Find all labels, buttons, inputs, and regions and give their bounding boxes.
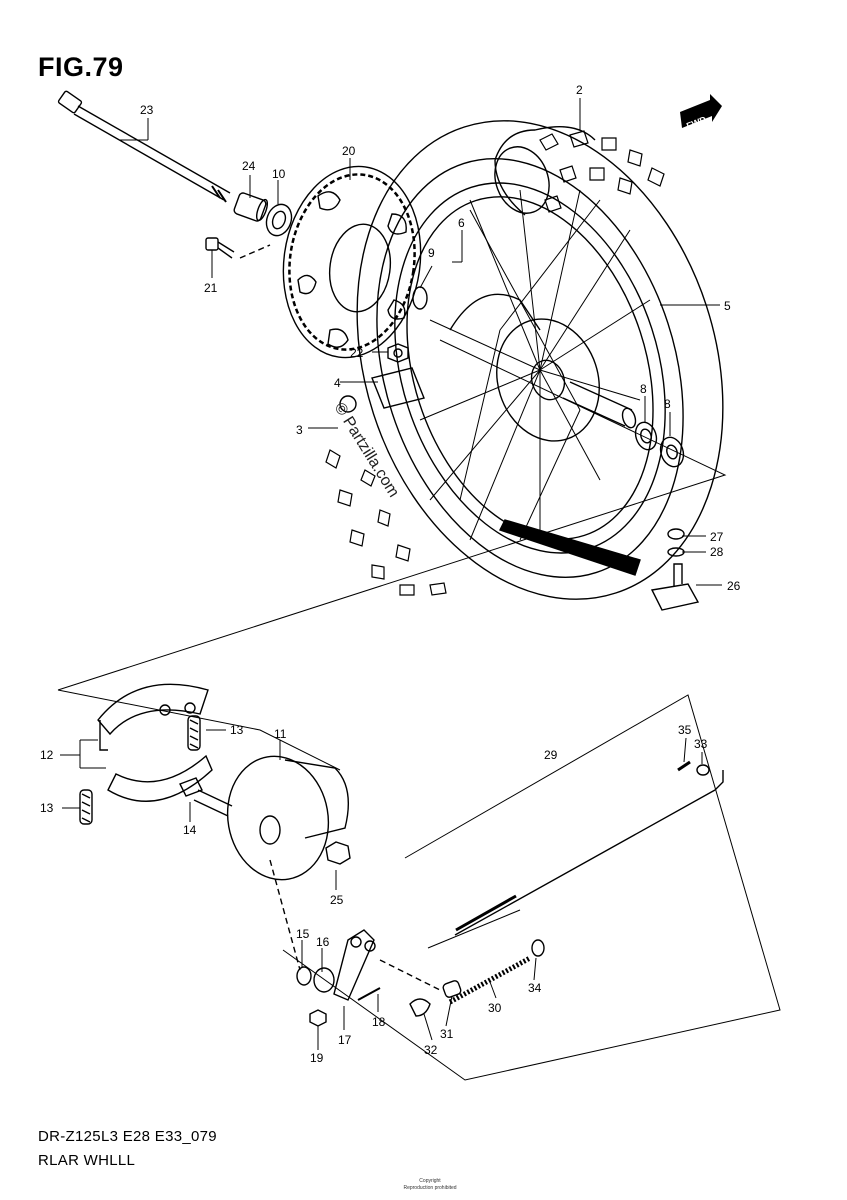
oil-seal bbox=[265, 203, 293, 237]
callout-17: 17 bbox=[338, 1033, 352, 1047]
rod-washer bbox=[531, 939, 545, 957]
callout-25: 25 bbox=[330, 893, 344, 907]
panel-nut bbox=[325, 841, 351, 865]
rear-sprocket bbox=[282, 165, 422, 359]
callout-10: 10 bbox=[272, 167, 286, 181]
brake-spring-bottom bbox=[79, 789, 93, 825]
indicator-plate bbox=[313, 967, 335, 993]
callout-33: 33 bbox=[694, 737, 708, 751]
callout-19: 19 bbox=[310, 1051, 324, 1065]
callout-3: 3 bbox=[296, 423, 303, 437]
lever-nut bbox=[309, 1009, 327, 1027]
callout-18: 18 bbox=[372, 1015, 386, 1029]
callout-11: 11 bbox=[274, 727, 287, 741]
callout-20: 20 bbox=[342, 144, 356, 158]
callout-2: 2 bbox=[576, 83, 583, 97]
callout-26: 26 bbox=[727, 579, 741, 593]
assembly-name: RLAR WHLLL bbox=[38, 1152, 136, 1169]
callout-13b: 13 bbox=[40, 801, 54, 815]
collar bbox=[233, 192, 269, 222]
callout-15: 15 bbox=[296, 927, 310, 941]
callout-8b: 8 bbox=[664, 397, 671, 411]
leader-lines bbox=[60, 98, 722, 1050]
lever-bolt bbox=[357, 987, 381, 1001]
rod-spring bbox=[448, 955, 532, 1005]
rim-lock bbox=[371, 367, 425, 409]
pin-washer bbox=[696, 764, 710, 776]
callout-27: 27 bbox=[710, 530, 724, 544]
model-code: DR-Z125L3 E28 E33_079 bbox=[38, 1128, 217, 1145]
figure-title: FIG.79 bbox=[38, 52, 124, 82]
spokes bbox=[419, 189, 651, 541]
brake-panel bbox=[226, 755, 350, 881]
callout-6: 6 bbox=[458, 216, 465, 230]
wheel-bearing-1 bbox=[634, 421, 658, 451]
callout-13a: 13 bbox=[230, 723, 244, 737]
adjust-nut bbox=[409, 998, 431, 1017]
copyright-line-1: Copyright bbox=[419, 1178, 441, 1184]
bearing-small bbox=[412, 286, 428, 310]
callout-8a: 8 bbox=[640, 382, 647, 396]
rod-joint bbox=[442, 980, 462, 998]
brake-cam-shaft bbox=[179, 777, 233, 817]
callout-35: 35 bbox=[678, 723, 692, 737]
callout-34: 34 bbox=[528, 981, 542, 995]
valve-core bbox=[339, 395, 357, 413]
callout-31: 31 bbox=[440, 1027, 454, 1041]
rear-tire bbox=[325, 120, 724, 600]
brake-rod bbox=[454, 770, 724, 936]
brake-spring-top bbox=[187, 715, 201, 751]
callout-28: 28 bbox=[710, 545, 724, 559]
callout-32: 32 bbox=[424, 1043, 438, 1057]
wheel-bearing-2 bbox=[659, 436, 685, 468]
callout-4: 4 bbox=[334, 376, 341, 390]
callout-9: 9 bbox=[428, 246, 435, 260]
sprocket-nut bbox=[387, 343, 409, 363]
o-ring bbox=[296, 966, 312, 986]
fwd-arrow-icon: FWD bbox=[680, 94, 722, 131]
axle-bolt bbox=[57, 90, 231, 203]
callout-12: 12 bbox=[40, 748, 54, 762]
brake-cam-lever bbox=[333, 929, 376, 1001]
rear-hub bbox=[449, 293, 600, 442]
copyright-line-2: Reproduction prohibited bbox=[403, 1185, 457, 1191]
leader-arrow bbox=[499, 519, 641, 576]
cotter-pin bbox=[677, 760, 691, 772]
callout-24: 24 bbox=[242, 159, 256, 173]
sprocket-bolt bbox=[205, 237, 235, 259]
callout-14: 14 bbox=[183, 823, 197, 837]
callout-16: 16 bbox=[316, 935, 330, 949]
callout-21: 21 bbox=[204, 281, 218, 295]
callout-5: 5 bbox=[724, 299, 731, 313]
callout-23: 23 bbox=[140, 103, 154, 117]
callout-29: 29 bbox=[544, 748, 558, 762]
callout-22: 22 bbox=[350, 346, 364, 360]
brake-shoes bbox=[97, 683, 213, 802]
callout-30: 30 bbox=[488, 1001, 502, 1015]
